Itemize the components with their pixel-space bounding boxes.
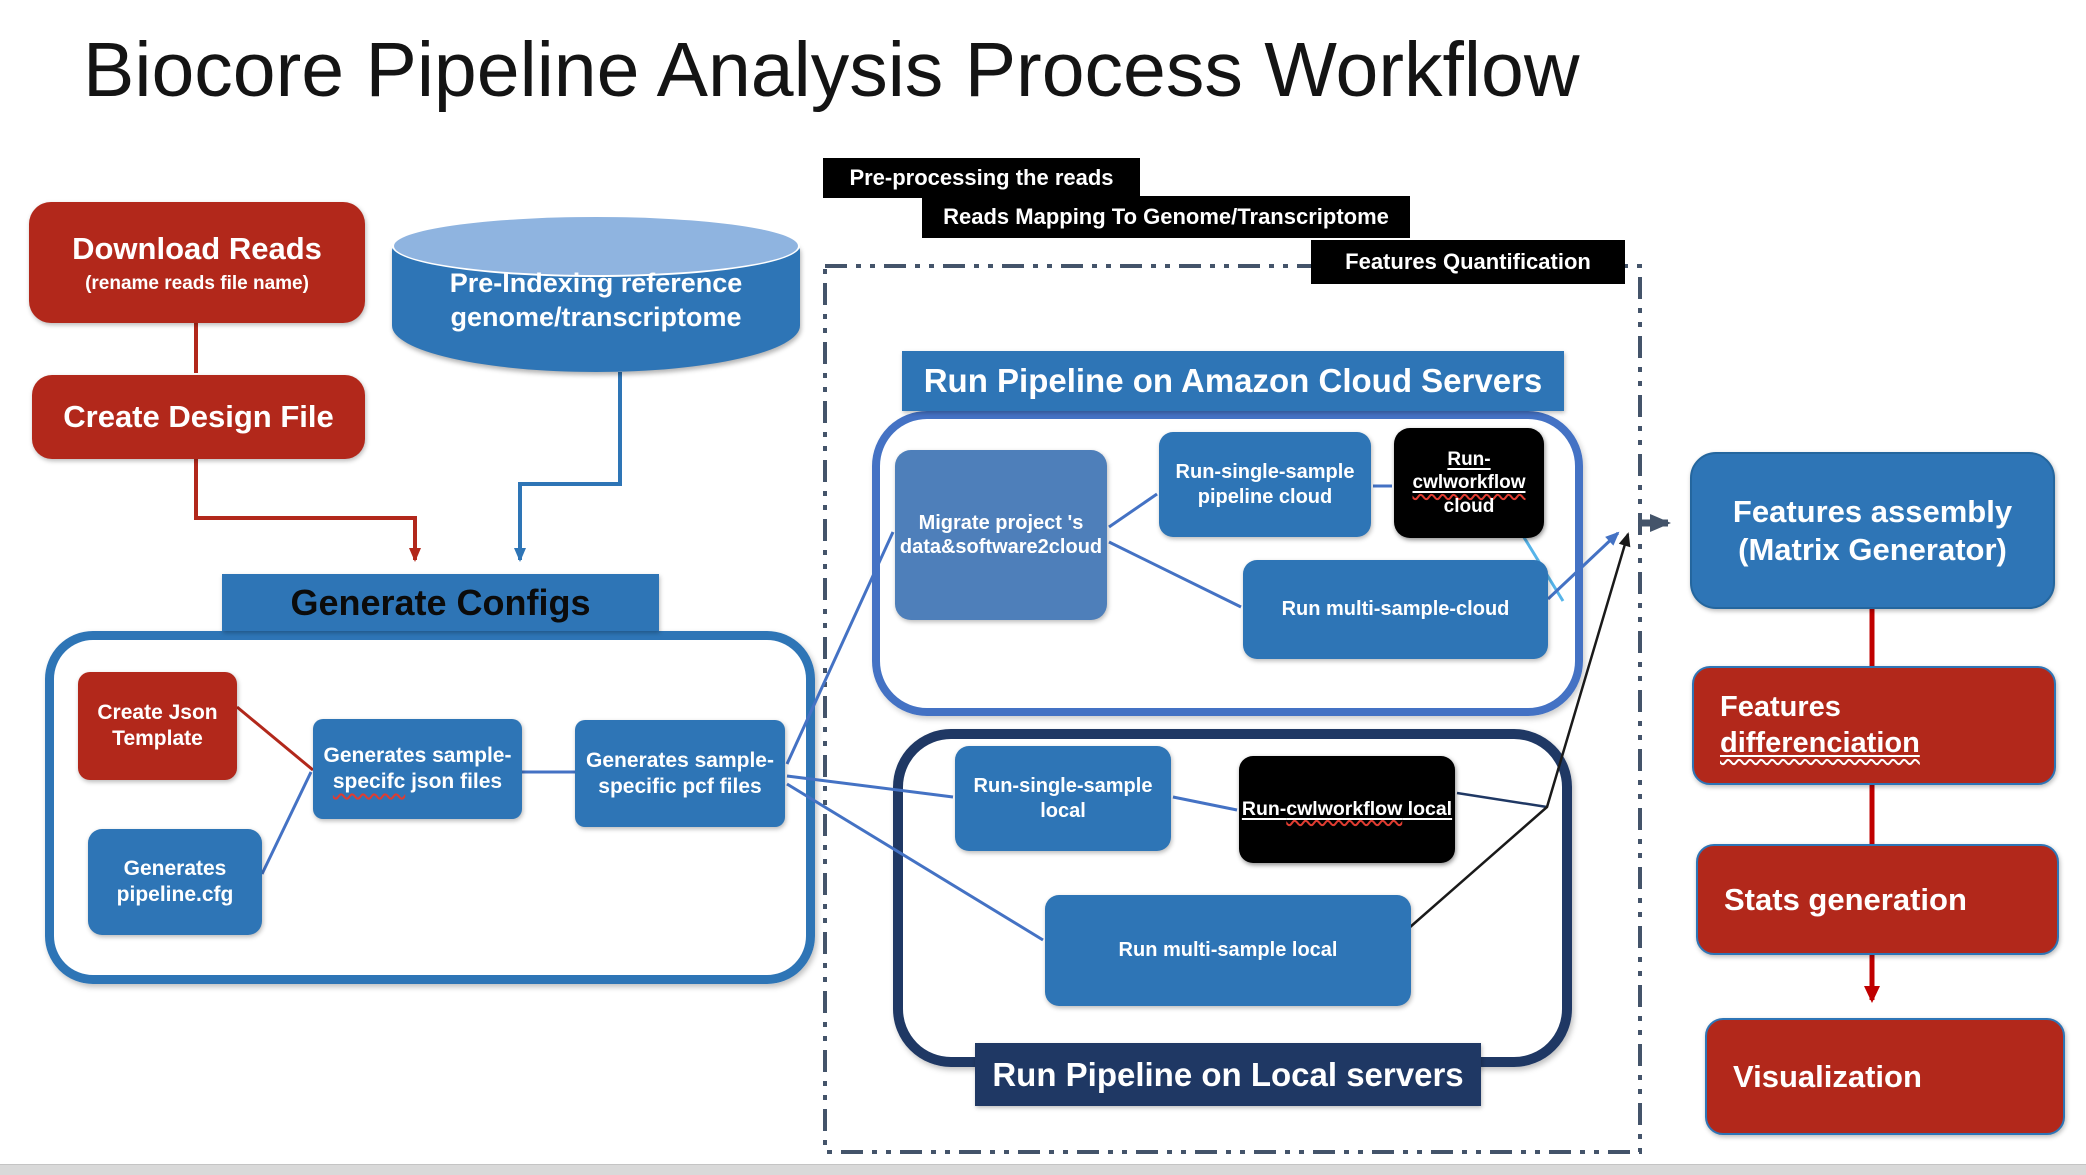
local-cwlworkflow-misspelled-word: cwlworkflow	[1286, 797, 1403, 820]
pcf-files-label: Generates sample-specific pcf files	[586, 748, 774, 798]
stage-label-text: Reads Mapping To Genome/Transcriptome	[943, 204, 1389, 229]
features-assembly-box: Features assembly (Matrix Generator)	[1690, 452, 2055, 609]
json-files-box: Generates sample-specifc json files	[313, 719, 522, 819]
visualization-label: Visualization	[1733, 1058, 1922, 1094]
download-reads-subtitle: (rename reads file name)	[85, 272, 309, 294]
pre-indexing-cylinder: Pre-Indexing reference genome/transcript…	[392, 215, 800, 372]
local-cwlworkflow-box: Run-cwlworkflow local	[1239, 756, 1455, 863]
page-title: Biocore Pipeline Analysis Process Workfl…	[83, 27, 1580, 113]
cloud-single-sample-box: Run-single-sample pipeline cloud	[1159, 432, 1371, 537]
json-files-label-suffix: json files	[405, 770, 503, 793]
generate-configs-header: Generate Configs	[222, 574, 659, 631]
stage-label-text: Features Quantification	[1345, 249, 1591, 274]
json-files-label: Generates sample-	[323, 744, 512, 768]
create-json-template-label: Create Json Template	[97, 701, 218, 750]
cloud-cwlworkflow-suffix: cloud	[1443, 495, 1495, 517]
features-differenciation-misspelled-word: differenciation	[1720, 726, 1920, 759]
stage-label-text: Pre-processing the reads	[849, 165, 1114, 190]
cloud-header: Run Pipeline on Amazon Cloud Servers	[902, 351, 1564, 411]
pipeline-cfg-label: Generates pipeline.cfg	[116, 857, 234, 906]
bottom-gray-strip	[0, 1164, 2086, 1175]
cloud-multi-sample-label: Run multi-sample-cloud	[1281, 598, 1510, 621]
stats-generation-label: Stats generation	[1724, 881, 1967, 917]
local-multi-sample-box: Run multi-sample local	[1045, 895, 1411, 1006]
download-reads-title: Download Reads	[72, 231, 322, 266]
json-files-misspelled-word: specifc	[332, 770, 406, 793]
create-design-file-label: Create Design File	[63, 399, 334, 435]
cloud-header-text: Run Pipeline on Amazon Cloud Servers	[923, 362, 1543, 399]
stage-label-preprocessing: Pre-processing the reads	[823, 158, 1140, 198]
create-design-file-box: Create Design File	[32, 375, 365, 459]
migrate-box: Migrate project 's data&software2cloud	[895, 450, 1107, 620]
cloud-cwlworkflow-prefix: Run-	[1447, 449, 1491, 471]
cylinder-top	[392, 215, 800, 277]
local-single-sample-box: Run-single-sample local	[955, 746, 1171, 851]
local-header: Run Pipeline on Local servers	[975, 1043, 1481, 1106]
local-header-text: Run Pipeline on Local servers	[992, 1055, 1464, 1093]
pcf-files-box: Generates sample-specific pcf files	[575, 720, 785, 827]
stage-label-quantification: Features Quantification	[1311, 240, 1625, 284]
cloud-multi-sample-box: Run multi-sample-cloud	[1243, 560, 1548, 659]
local-multi-sample-label: Run multi-sample local	[1118, 939, 1338, 962]
pipeline-cfg-box: Generates pipeline.cfg	[88, 829, 262, 935]
cylinder-label: Pre-Indexing reference genome/transcript…	[449, 268, 743, 332]
local-cwlworkflow-prefix: Run-	[1241, 797, 1287, 820]
cloud-single-sample-label: Run-single-sample pipeline cloud	[1175, 461, 1355, 508]
cloud-cwlworkflow-box: Run- cwlworkflow cloud	[1394, 428, 1544, 538]
create-json-template-box: Create Json Template	[78, 672, 237, 780]
download-reads-box: Download Reads (rename reads file name)	[29, 202, 365, 323]
generate-configs-header-text: Generate Configs	[290, 581, 591, 623]
local-single-sample-label: Run-single-sample local	[973, 775, 1153, 822]
visualization-box: Visualization	[1705, 1018, 2065, 1135]
features-assembly-label: Features assembly (Matrix Generator)	[1732, 493, 2013, 567]
features-differenciation-box: Features differenciation	[1692, 666, 2056, 785]
stats-generation-box: Stats generation	[1696, 844, 2059, 955]
cloud-cwlworkflow-misspelled-word: cwlworkflow	[1412, 472, 1526, 494]
migrate-label: Migrate project 's data&software2cloud	[899, 511, 1103, 558]
local-cwlworkflow-suffix: local	[1402, 797, 1453, 820]
stage-label-mapping: Reads Mapping To Genome/Transcriptome	[922, 196, 1410, 238]
features-differenciation-label: Features	[1720, 691, 1841, 724]
